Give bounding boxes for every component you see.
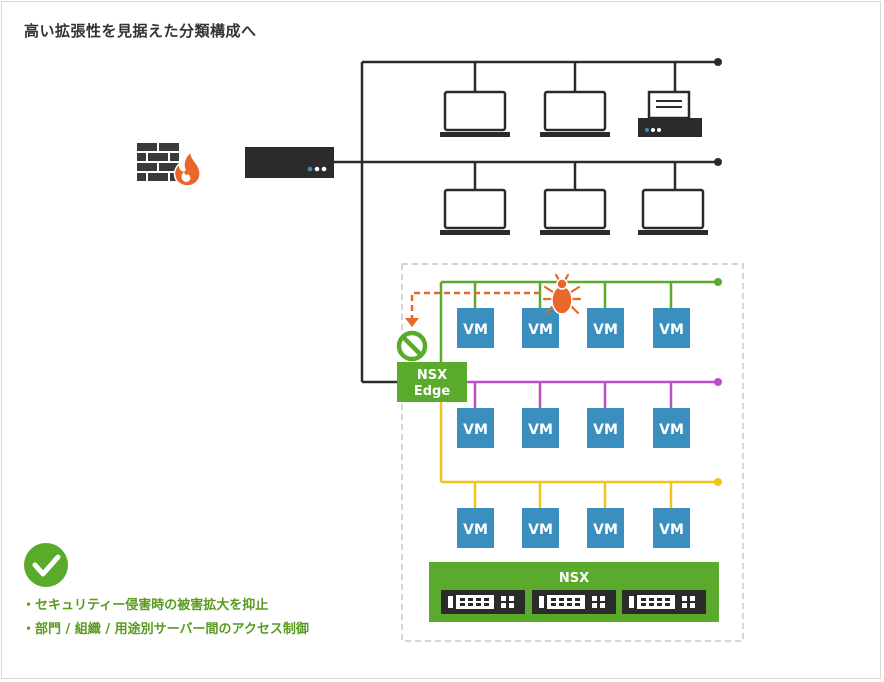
vm-box: VM	[587, 508, 624, 548]
segment-end-dot	[714, 378, 722, 386]
vm-box: VM	[457, 408, 494, 448]
server-icon	[622, 590, 706, 614]
vm-label: VM	[463, 522, 488, 538]
laptop-icon	[638, 188, 708, 235]
laptop-icon	[540, 90, 610, 137]
vm-label: VM	[528, 522, 553, 538]
physical-network	[330, 60, 718, 384]
vm-box: VM	[457, 508, 494, 548]
printer-icon	[638, 90, 702, 137]
segment-purple	[441, 380, 718, 408]
blocked-attack-path	[405, 291, 540, 327]
vm-box: VM	[457, 308, 494, 348]
vm-label: VM	[593, 422, 618, 438]
nsx-platform-label: NSX	[559, 571, 589, 586]
vm-box: VM	[522, 308, 559, 348]
vm-label: VM	[463, 422, 488, 438]
vm-box: VM	[522, 508, 559, 548]
benefit-item: ・セキュリティー侵害時の被害拡大を抑止	[22, 598, 269, 613]
nsx-platform: NSX	[429, 562, 719, 622]
benefit-list: ・セキュリティー侵害時の被害拡大を抑止 ・部門 / 組織 / 用途別サーバー間の…	[22, 594, 309, 642]
checkmark-icon	[24, 543, 68, 587]
vm-box: VM	[522, 408, 559, 448]
vm-label: VM	[528, 322, 553, 338]
server-icon	[532, 590, 616, 614]
laptop-icon	[440, 188, 510, 235]
laptop-icon	[540, 188, 610, 235]
vm-box: VM	[587, 408, 624, 448]
vm-label: VM	[659, 322, 684, 338]
bus-end-dot	[714, 58, 722, 66]
vm-label: VM	[659, 422, 684, 438]
arrow-head-icon	[405, 318, 419, 327]
malware-bug-icon	[542, 273, 582, 315]
server-icon	[441, 590, 525, 614]
router-icon	[245, 147, 334, 178]
segment-end-dot	[714, 278, 722, 286]
segment-yellow	[439, 402, 718, 508]
vm-label: VM	[528, 422, 553, 438]
block-icon	[395, 329, 429, 363]
bus-end-dot	[714, 158, 722, 166]
segment-end-dot	[714, 478, 722, 486]
vm-box: VM	[653, 508, 690, 548]
nsx-edge-label-line1: NSX	[417, 368, 447, 383]
benefit-item: ・部門 / 組織 / 用途別サーバー間のアクセス制御	[22, 622, 309, 637]
laptop-icon	[440, 90, 510, 137]
vm-label: VM	[659, 522, 684, 538]
segment-green	[439, 280, 718, 362]
diagram-title: 高い拡張性を見据えた分類構成へ	[24, 22, 257, 40]
vm-box: VM	[653, 308, 690, 348]
nsx-edge: NSX Edge	[397, 362, 467, 402]
virtual-zone-boundary	[401, 263, 744, 642]
vm-label: VM	[593, 322, 618, 338]
vm-box: VM	[587, 308, 624, 348]
vm-label: VM	[593, 522, 618, 538]
vm-box: VM	[653, 408, 690, 448]
vm-label: VM	[463, 322, 488, 338]
nsx-edge-label-line2: Edge	[414, 384, 450, 399]
firewall-icon	[137, 143, 201, 187]
